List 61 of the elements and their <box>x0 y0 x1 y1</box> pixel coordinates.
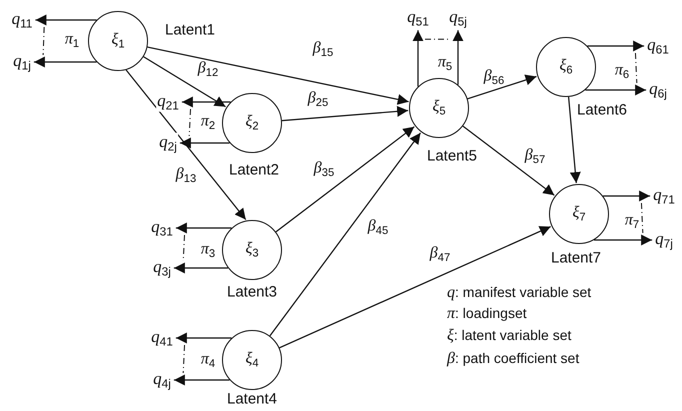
arrow <box>412 30 424 87</box>
manifest-variable: q$_{2j}$ <box>158 132 178 154</box>
loading-label: π$_{5}$ <box>436 54 454 74</box>
arrow <box>452 30 464 85</box>
latent-symbol: ξ$_{1}$ <box>111 32 125 50</box>
arrow <box>35 14 97 26</box>
latent-name: Latent7 <box>550 250 602 266</box>
latent-name: Latent1 <box>164 22 216 38</box>
arrow <box>143 56 226 108</box>
arrow <box>34 56 97 68</box>
edge-label: β$_{12}$ <box>196 60 220 80</box>
arrow <box>594 234 652 246</box>
arrow <box>182 96 231 108</box>
latent-symbol: ξ$_{2}$ <box>245 114 259 132</box>
latent-symbol: ξ$_{5}$ <box>432 98 446 118</box>
arrow <box>467 74 537 100</box>
latent-name: Latent4 <box>226 390 278 408</box>
loading-label: π$_{3}$ <box>200 242 216 260</box>
arrow <box>279 226 551 348</box>
arrow <box>282 106 408 122</box>
loading-label: π$_{6}$ <box>614 62 630 82</box>
latent-name: Latent2 <box>228 162 280 178</box>
loading-label: π$_{2}$ <box>200 114 216 132</box>
legend-note: ξ: latent variable set <box>447 327 572 345</box>
edge-label: β$_{56}$ <box>482 68 506 88</box>
arrow <box>568 96 581 184</box>
arrow <box>276 126 415 232</box>
edge-label: β$_{57}$ <box>524 148 546 166</box>
edge-label: β$_{15}$ <box>312 40 334 60</box>
latent-name: Latent3 <box>226 284 278 300</box>
arrow <box>462 126 555 196</box>
arrow <box>126 70 246 220</box>
arrow <box>147 46 409 105</box>
latent-symbol: ξ$_{4}$ <box>245 350 259 370</box>
loading-label: π$_{7}$ <box>624 212 640 232</box>
edge-label: β$_{47}$ <box>428 246 452 264</box>
edge-label: β$_{13}$ <box>174 166 198 186</box>
arrow <box>587 40 644 52</box>
arrow <box>269 132 421 336</box>
latent-circle <box>409 78 469 138</box>
edge-label: β$_{45}$ <box>366 218 390 238</box>
arrow <box>174 374 230 386</box>
latent-symbol: ξ$_{7}$ <box>572 204 586 224</box>
arrow <box>174 262 228 274</box>
arrow <box>603 190 650 202</box>
legend-note: q: manifest variable set <box>447 284 592 302</box>
arrow <box>180 138 230 148</box>
latent-name: Latent5 <box>426 148 478 164</box>
arrow <box>176 332 232 344</box>
arrow <box>176 222 232 234</box>
loading-label: π$_{1}$ <box>64 32 80 50</box>
edge-label: β$_{35}$ <box>312 160 336 180</box>
arrow <box>585 84 646 96</box>
latent-name: Latent6 <box>576 102 628 118</box>
latent-symbol: ξ$_{6}$ <box>559 58 573 76</box>
latent-circle <box>549 184 609 244</box>
legend-note: β: path coefficient set <box>447 350 580 368</box>
loading-label: π$_{4}$ <box>200 352 216 370</box>
latent-symbol: ξ$_{3}$ <box>245 240 259 260</box>
legend-note: π: loadingset <box>447 305 527 323</box>
edge-label: β$_{25}$ <box>306 90 330 110</box>
